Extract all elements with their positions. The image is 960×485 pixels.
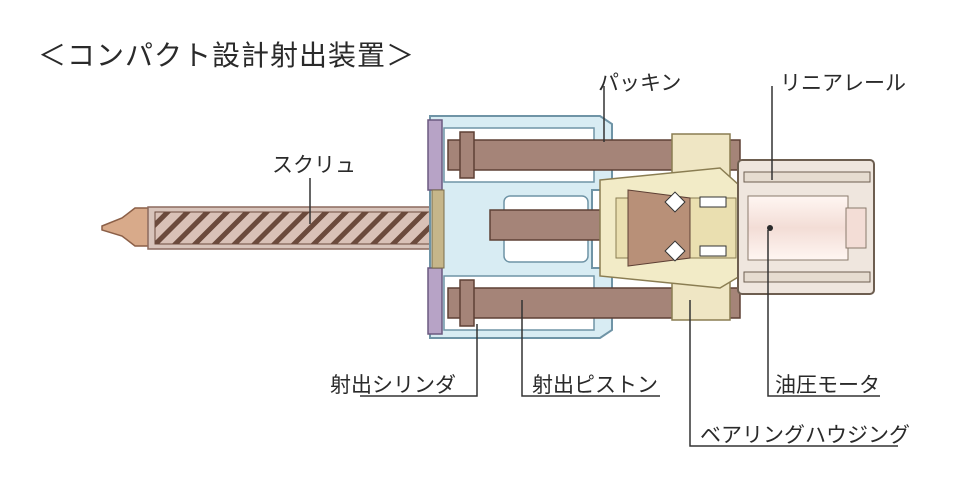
- label-packing: パッキン: [598, 71, 682, 95]
- screw-barrel: [147, 206, 434, 250]
- leader-bearing-housing: [689, 300, 898, 447]
- label-injection-piston: 射出ピストン: [532, 373, 658, 397]
- leader-injection-cylinder: [360, 324, 478, 397]
- nozzle: [101, 207, 151, 247]
- leader-injection-piston: [521, 300, 660, 397]
- hydraulic-motor: [737, 159, 875, 295]
- label-linear-rail: リニアレール: [780, 71, 906, 95]
- label-hydraulic-motor: 油圧モータ: [775, 373, 880, 397]
- diagram-title: ＜コンパクト設計射出装置＞: [38, 39, 416, 72]
- label-screw: スクリュ: [272, 153, 356, 177]
- bearing-housing: [599, 133, 741, 321]
- label-injection-cylinder: 射出シリンダ: [330, 373, 456, 397]
- leader-hydraulic-motor: [767, 230, 880, 397]
- label-bearing-housing: ベアリングハウジング: [700, 423, 910, 447]
- leader-lines: [309, 86, 898, 447]
